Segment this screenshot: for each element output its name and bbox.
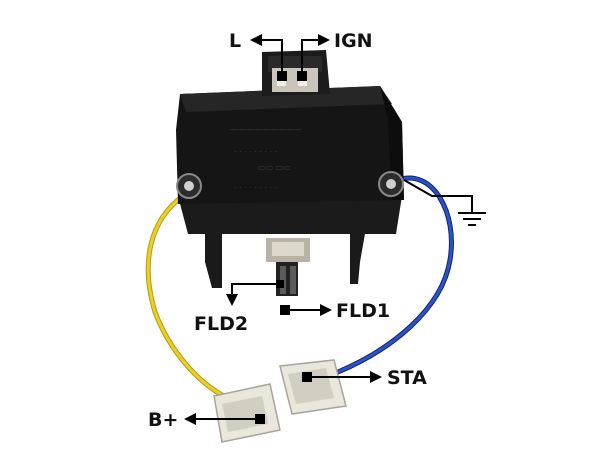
sta-terminal-arrow [302, 371, 382, 383]
l-label: L [229, 30, 241, 52]
fld2-label: FLD2 [194, 313, 248, 335]
l-terminal-arrow [250, 34, 287, 81]
svg-text:—————————: ————————— [230, 125, 302, 134]
ign-terminal-arrow [297, 34, 330, 81]
ground-symbol-icon [403, 179, 486, 226]
stator-wire-highlight [336, 176, 453, 374]
right-mounting-eyelet [378, 171, 404, 197]
regulator-body: ————————— . . . . . . . . . ▭▭ ▭▭ . . . … [176, 50, 404, 288]
field-terminal-assembly [266, 238, 310, 296]
ign-label: IGN [334, 30, 373, 52]
svg-text:. . . . . . . . .: . . . . . . . . . [234, 145, 277, 154]
svg-text:. . . . . . . . .: . . . . . . . . . [234, 181, 277, 190]
stator-connector [279, 359, 347, 415]
b-plus-wire-highlight [146, 194, 230, 400]
b-plus-terminal-arrow [184, 413, 265, 425]
fld1-label: FLD1 [336, 300, 390, 322]
fld2-terminal-arrow [226, 280, 284, 306]
left-mounting-eyelet [176, 173, 202, 199]
fld1-terminal-arrow [280, 304, 332, 316]
sta-label: STA [387, 367, 427, 389]
svg-text:▭▭ ▭▭: ▭▭ ▭▭ [258, 163, 291, 172]
b-plus-connector [213, 383, 281, 443]
b-plus-label: B+ [148, 409, 178, 431]
